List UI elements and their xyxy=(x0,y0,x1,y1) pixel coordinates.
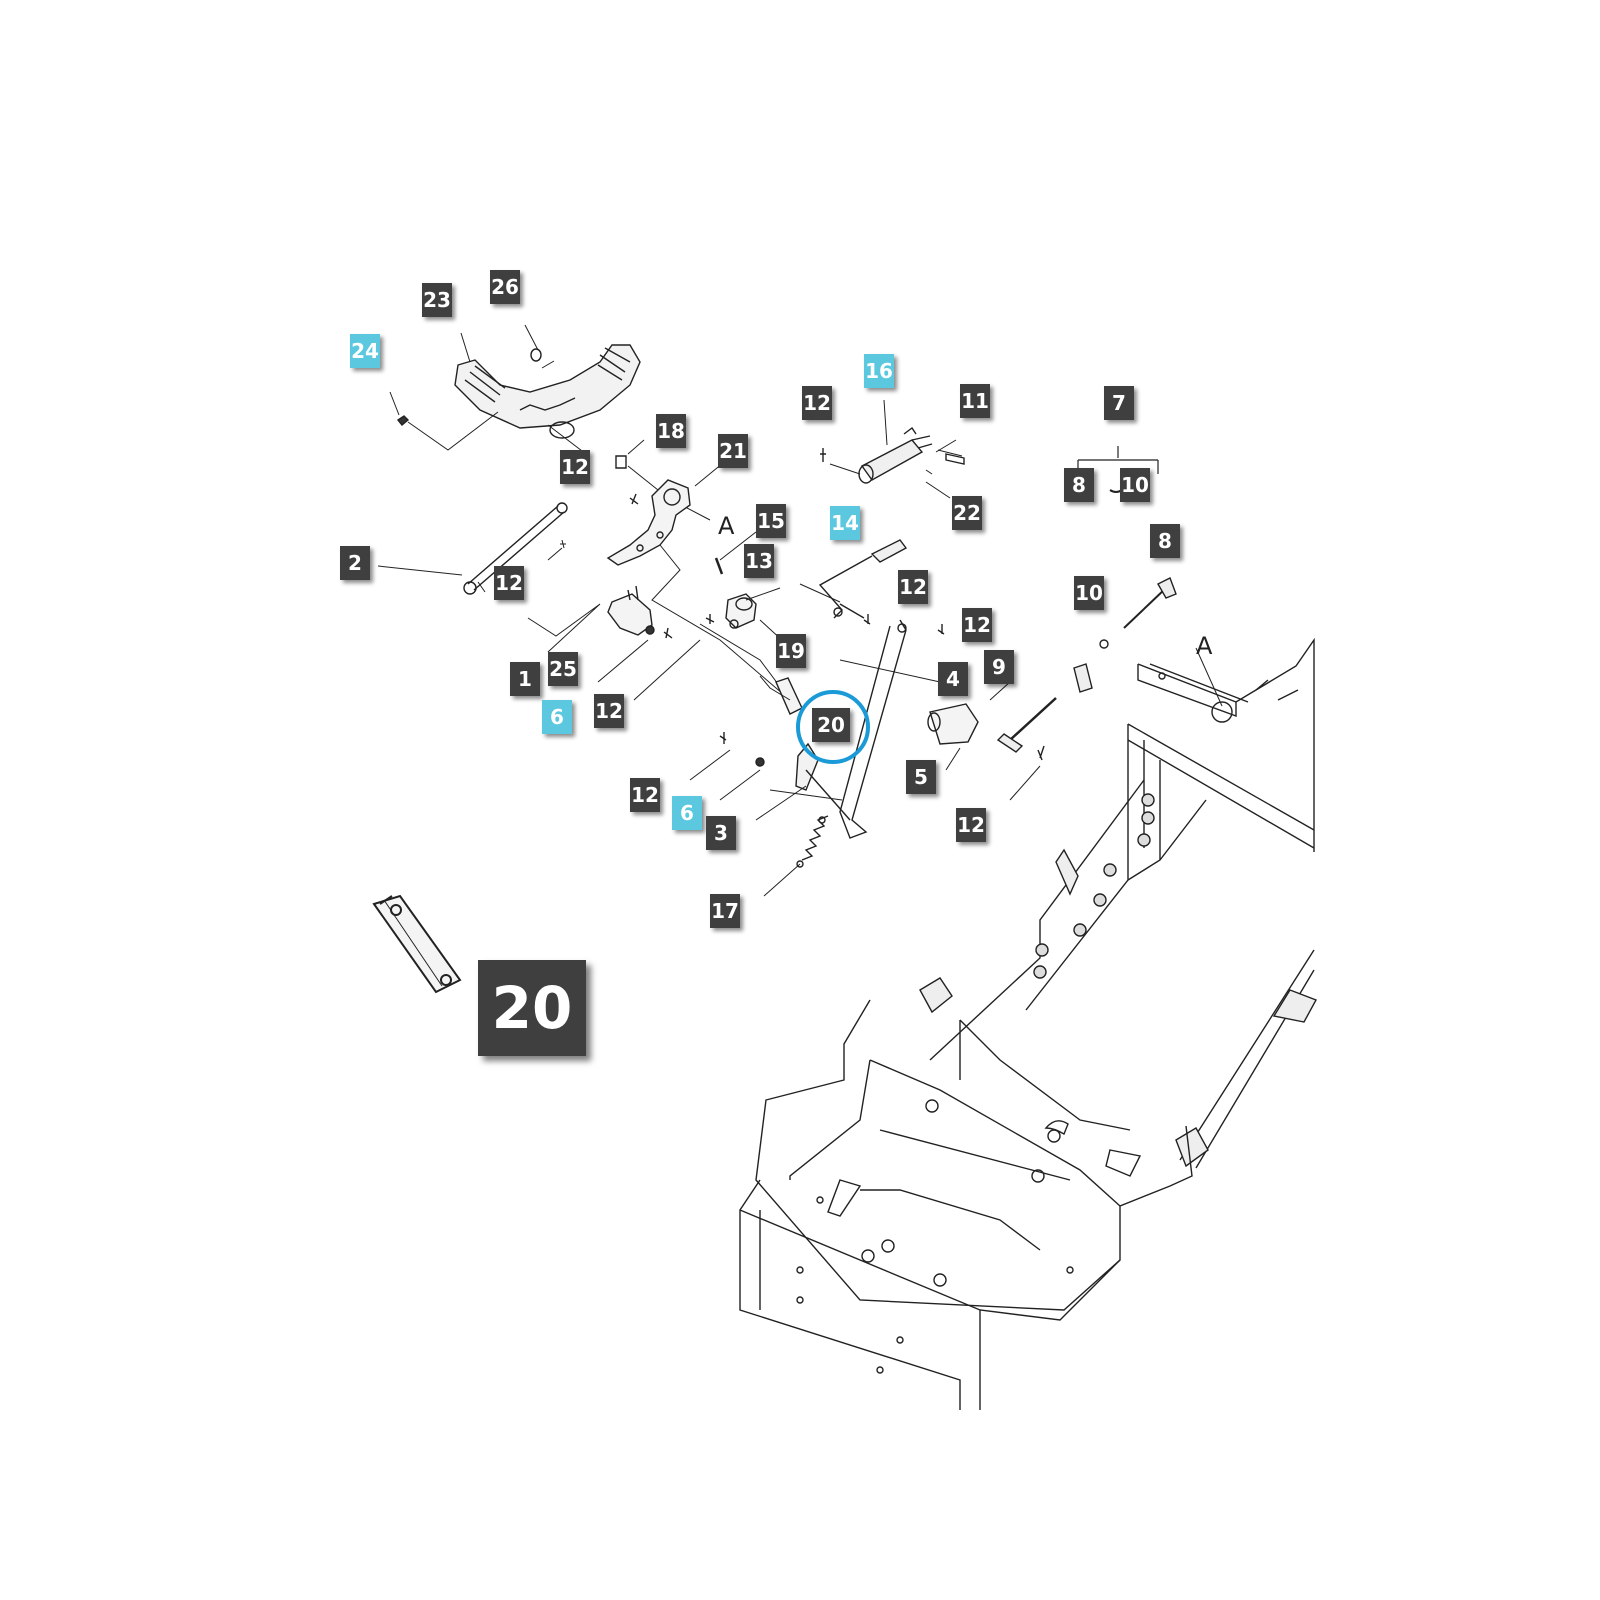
callout-8: 8 xyxy=(1064,468,1094,502)
brake-pedal-part xyxy=(454,344,641,439)
reference-letter-a: A xyxy=(1196,632,1213,660)
callout-15: 15 xyxy=(756,504,786,538)
callout-21: 21 xyxy=(718,434,748,468)
callout-18: 18 xyxy=(656,414,686,448)
collar-19-part xyxy=(725,593,757,629)
callout-12: 12 xyxy=(594,694,624,728)
callout-5: 5 xyxy=(906,760,936,794)
highlight-circle xyxy=(796,690,870,764)
callout-23: 23 xyxy=(422,283,452,317)
callout-19: 19 xyxy=(776,634,806,668)
detail-callout-20: 20 xyxy=(478,960,586,1056)
callout-26: 26 xyxy=(490,270,520,304)
callout-7: 7 xyxy=(1104,386,1134,420)
part-16 xyxy=(858,426,933,484)
callout-6: 6 xyxy=(672,796,702,830)
callout-12: 12 xyxy=(630,778,660,812)
callout-17: 17 xyxy=(710,894,740,928)
callout-1: 1 xyxy=(510,662,540,696)
callout-12: 12 xyxy=(560,450,590,484)
callout-16: 16 xyxy=(864,354,894,388)
callout-4: 4 xyxy=(938,662,968,696)
callout-3: 3 xyxy=(706,816,736,850)
callout-9: 9 xyxy=(984,650,1014,684)
callout-12: 12 xyxy=(962,608,992,642)
reference-letter-a: A xyxy=(718,512,735,540)
callout-22: 22 xyxy=(952,496,982,530)
detail-plate-20-part xyxy=(372,894,462,994)
callout-14: 14 xyxy=(830,506,860,540)
callout-12: 12 xyxy=(956,808,986,842)
callout-24: 24 xyxy=(350,334,380,368)
callout-6: 6 xyxy=(542,700,572,734)
rod-8-part xyxy=(1123,577,1177,629)
rod-2-part xyxy=(463,502,568,595)
callout-10: 10 xyxy=(1074,576,1104,610)
callout-12: 12 xyxy=(898,570,928,604)
callout-10: 10 xyxy=(1120,468,1150,502)
callout-13: 13 xyxy=(744,544,774,578)
callout-12: 12 xyxy=(802,386,832,420)
lever-14-part xyxy=(818,539,908,619)
sleeve-5-part xyxy=(927,703,979,745)
pedal-bracket-part xyxy=(606,479,691,566)
callout-12: 12 xyxy=(494,566,524,600)
callout-25: 25 xyxy=(548,652,578,686)
frame-part xyxy=(739,637,1317,1410)
callout-2: 2 xyxy=(340,546,370,580)
spring-17-part xyxy=(796,815,829,868)
pedal-rod-part xyxy=(839,619,907,839)
callout-11: 11 xyxy=(960,384,990,418)
callout-8: 8 xyxy=(1150,524,1180,558)
lever-1-part xyxy=(607,585,673,639)
